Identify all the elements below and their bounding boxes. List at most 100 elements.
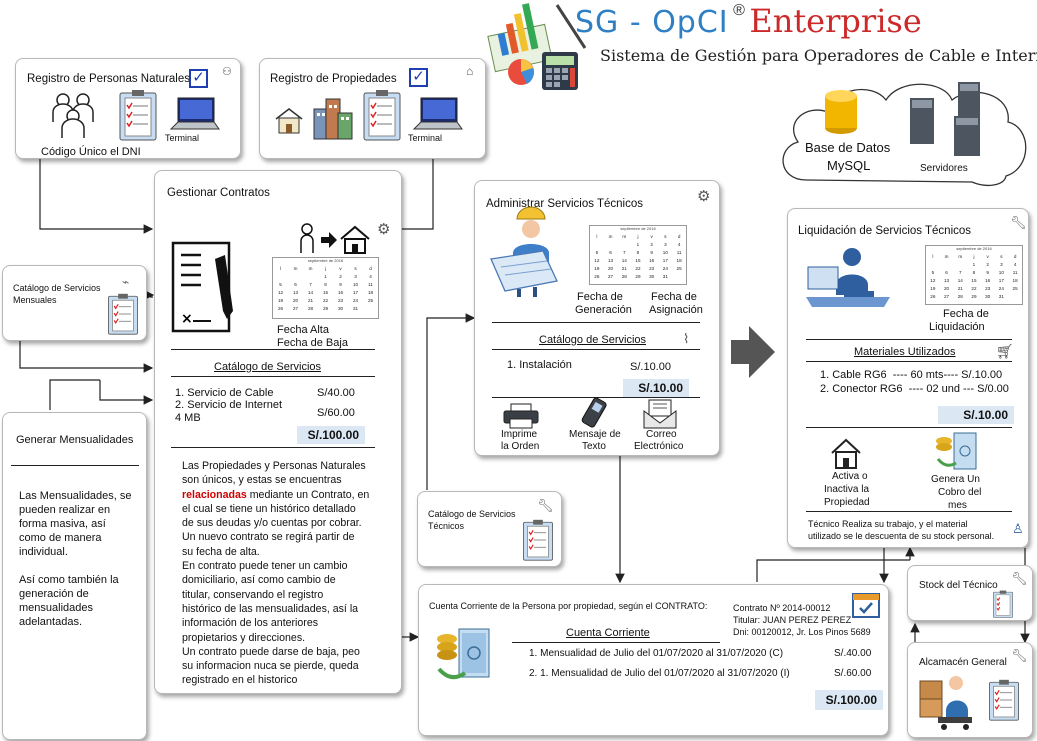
calendar-day[interactable]: 17 bbox=[352, 289, 359, 295]
calendar-day[interactable] bbox=[288, 272, 303, 280]
mensualidades-panel[interactable]: Generar Mensualidades Las Mensualidades,… bbox=[2, 412, 147, 740]
gear-icon[interactable]: ⚙ bbox=[377, 221, 391, 238]
calendar-day[interactable]: 24 bbox=[998, 285, 1004, 291]
calendar-day[interactable]: 13 bbox=[292, 289, 299, 295]
calendar-day[interactable]: 9 bbox=[986, 269, 989, 275]
calendar-day[interactable]: 4 bbox=[369, 273, 372, 279]
calendar-day[interactable]: 29 bbox=[322, 305, 329, 311]
calendar-day[interactable]: 5 bbox=[931, 269, 935, 275]
calendar-day[interactable]: 11 bbox=[368, 281, 373, 287]
calendar-day[interactable] bbox=[672, 272, 686, 280]
calendar-day[interactable]: 20 bbox=[292, 297, 299, 303]
calendar-day[interactable]: 24 bbox=[352, 297, 359, 303]
calendar-day[interactable]: 23 bbox=[649, 265, 655, 271]
liquidacion-panel[interactable]: Liquidación de Servicios Técnicos 🔧︎ sep… bbox=[787, 208, 1029, 548]
calendar-day[interactable]: 7 bbox=[309, 281, 312, 287]
calendar-day[interactable]: 6 bbox=[609, 249, 612, 255]
calendar-day[interactable]: 22 bbox=[971, 285, 977, 291]
calendar-day[interactable]: 15 bbox=[635, 257, 641, 263]
calendar-day[interactable]: 10 bbox=[352, 281, 359, 287]
contratos-panel[interactable]: Gestionar Contratos × ⚙ septiembre de 20… bbox=[154, 170, 402, 694]
calendar-day[interactable]: 4 bbox=[1013, 261, 1017, 267]
calendar-day[interactable]: 11 bbox=[1012, 269, 1018, 275]
calendar-day[interactable]: 22 bbox=[322, 297, 329, 303]
calendar-day[interactable]: 24 bbox=[662, 265, 668, 271]
cuenta-corriente-panel[interactable]: Cuenta Corriente de la Persona por propi… bbox=[418, 584, 889, 736]
calendar-day[interactable]: 15 bbox=[322, 289, 329, 295]
calendar-day[interactable]: 18 bbox=[1012, 277, 1018, 283]
calendar-day[interactable]: 5 bbox=[279, 281, 282, 287]
calendar-day[interactable]: 27 bbox=[292, 305, 299, 311]
catalogo-mensuales-panel[interactable]: Catálogo de Servicios Mensuales ⌁ bbox=[2, 265, 147, 341]
calendar-day[interactable]: 10 bbox=[998, 269, 1004, 275]
calendar-day[interactable]: 17 bbox=[662, 257, 668, 263]
calendar-day[interactable]: 30 bbox=[985, 293, 991, 299]
calendar-day[interactable]: 12 bbox=[594, 257, 600, 263]
stock-panel[interactable]: Stock del Técnico 🔧︎ bbox=[907, 565, 1033, 621]
calendar-day[interactable]: 3 bbox=[354, 273, 357, 279]
calendar-day[interactable]: 4 bbox=[677, 241, 681, 247]
calendar-day[interactable]: 7 bbox=[958, 269, 962, 275]
calendar-day[interactable]: 7 bbox=[622, 249, 626, 255]
calendar-day[interactable]: 21 bbox=[957, 285, 963, 291]
calendar-day[interactable]: 3 bbox=[1000, 261, 1003, 267]
calendar-day[interactable]: 16 bbox=[985, 277, 991, 283]
gear-icon[interactable]: ⚙ bbox=[697, 188, 711, 205]
calendar-day[interactable] bbox=[590, 240, 604, 248]
calendar-day[interactable]: 18 bbox=[367, 289, 374, 295]
calendar-day[interactable] bbox=[1008, 292, 1022, 300]
calendar-day[interactable]: 29 bbox=[971, 293, 977, 299]
safe-coins-icon[interactable] bbox=[932, 431, 980, 473]
calendar-day[interactable] bbox=[604, 240, 618, 248]
calendar-day[interactable]: 13 bbox=[607, 257, 614, 263]
calendar-day[interactable]: 18 bbox=[676, 257, 682, 263]
printer-icon[interactable] bbox=[503, 403, 539, 429]
calendar-day[interactable]: 30 bbox=[649, 273, 655, 279]
calendar-day[interactable]: 1 bbox=[324, 273, 327, 279]
calendar-day[interactable]: 20 bbox=[943, 285, 950, 291]
mobile-phone-icon[interactable] bbox=[579, 397, 611, 429]
calendar-day[interactable]: 2 bbox=[986, 261, 989, 267]
admin-servicios-panel[interactable]: Administrar Servicios Técnicos ⚙ septiem… bbox=[474, 180, 720, 456]
calendar-day[interactable]: 27 bbox=[607, 273, 614, 279]
calendar-day[interactable]: 12 bbox=[277, 289, 284, 295]
propiedades-panel[interactable]: Registro de Propiedades ✓ ⌂ Terminal bbox=[259, 58, 486, 159]
calendar-day[interactable]: 25 bbox=[1012, 285, 1018, 291]
calendar-day[interactable]: 26 bbox=[277, 305, 284, 311]
email-icon[interactable] bbox=[643, 399, 677, 429]
calendar-day[interactable]: 31 bbox=[998, 293, 1004, 299]
calendar-day[interactable]: 27 bbox=[943, 293, 950, 299]
calendar-day[interactable]: 10 bbox=[662, 249, 668, 255]
calendar-day[interactable]: 2 bbox=[650, 241, 653, 247]
calendar-day[interactable] bbox=[303, 272, 318, 280]
calendar-day[interactable]: 31 bbox=[662, 273, 668, 279]
calendar-day[interactable] bbox=[363, 304, 378, 312]
calendar-day[interactable]: 8 bbox=[972, 269, 976, 275]
calendar-day[interactable]: 1 bbox=[972, 261, 976, 267]
calendar-day[interactable]: 28 bbox=[957, 293, 963, 299]
calendar-day[interactable]: 23 bbox=[337, 297, 344, 303]
calendar-day[interactable]: 3 bbox=[664, 241, 667, 247]
calendar-day[interactable] bbox=[273, 272, 288, 280]
calendar-day[interactable]: 31 bbox=[352, 305, 359, 311]
almacen-panel[interactable]: Alcamacén General 🔧︎ bbox=[907, 642, 1033, 738]
calendar-day[interactable]: 1 bbox=[636, 241, 640, 247]
calendar-day[interactable]: 19 bbox=[930, 285, 936, 291]
calendar-day[interactable]: 14 bbox=[957, 277, 963, 283]
calendar-day[interactable]: 16 bbox=[337, 289, 344, 295]
calendar-day[interactable]: 2 bbox=[339, 273, 342, 279]
calendar-day[interactable]: 14 bbox=[307, 289, 314, 295]
calendar-day[interactable]: 9 bbox=[650, 249, 653, 255]
calendar-day[interactable]: 26 bbox=[594, 273, 600, 279]
calendar-day[interactable]: 8 bbox=[636, 249, 640, 255]
calendar-day[interactable]: 14 bbox=[621, 257, 627, 263]
calendar-day[interactable]: 21 bbox=[621, 265, 627, 271]
calendar-day[interactable]: 5 bbox=[595, 249, 599, 255]
calendar-day[interactable]: 6 bbox=[294, 281, 297, 287]
calendar-day[interactable] bbox=[617, 240, 631, 248]
calendar-day[interactable]: 20 bbox=[607, 265, 614, 271]
calendar-day[interactable]: 13 bbox=[943, 277, 950, 283]
calendar-day[interactable]: 22 bbox=[635, 265, 641, 271]
calendar-day[interactable]: 6 bbox=[945, 269, 948, 275]
calendar-day[interactable]: 8 bbox=[324, 281, 327, 287]
